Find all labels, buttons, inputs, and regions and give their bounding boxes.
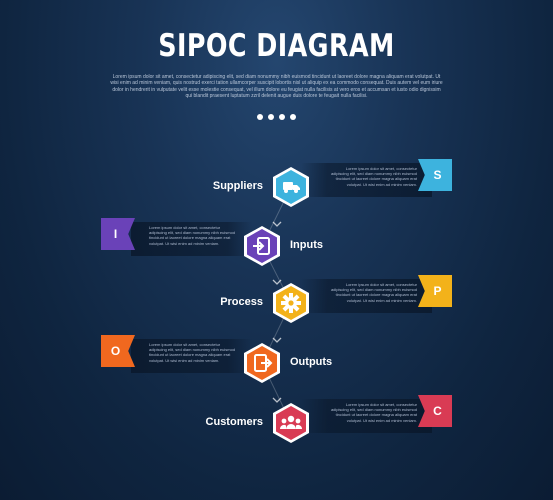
- stage-label: Process: [220, 296, 263, 308]
- stage-description: Lorem ipsum dolor sit amet, consectetur …: [330, 282, 417, 303]
- dot: [279, 114, 285, 120]
- stage-letter-tag: O: [101, 335, 135, 367]
- chevron-down-icon: [272, 390, 282, 403]
- chevron-down-icon: [272, 272, 282, 285]
- chevron-down-icon: [272, 214, 282, 227]
- stage-label: Customers: [205, 416, 263, 428]
- stage-band: [301, 163, 432, 197]
- dot: [290, 114, 296, 120]
- gear-icon: [281, 293, 301, 313]
- chevron-down-icon: [272, 330, 282, 343]
- stage-label: Inputs: [290, 239, 323, 251]
- dot: [268, 114, 274, 120]
- stage-hexagon: [272, 282, 310, 324]
- stage-label: Outputs: [290, 356, 333, 368]
- stage-band: [301, 399, 432, 433]
- stage-band: [301, 279, 432, 313]
- users-icon: [279, 415, 303, 429]
- truck-icon: [283, 182, 300, 193]
- stage-hexagon: [243, 342, 281, 384]
- stage-description: Lorem ipsum dolor sit amet, consectetur …: [149, 342, 236, 363]
- stage-description: Lorem ipsum dolor sit amet, consectetur …: [330, 402, 417, 423]
- stage-band: [131, 339, 252, 373]
- stage-band: [131, 222, 252, 256]
- stage-label: Suppliers: [212, 180, 263, 192]
- dot: [257, 114, 263, 120]
- sign-out-icon: [254, 354, 273, 372]
- stage-hexagon: [272, 402, 310, 444]
- intro-text: Lorem ipsum dolor sit amet, consectetur …: [110, 74, 443, 100]
- stage-hexagon: [272, 166, 310, 208]
- sign-in-icon: [253, 237, 270, 255]
- pagination-dots: [257, 114, 297, 124]
- stage-description: Lorem ipsum dolor sit amet, consectetur …: [330, 166, 417, 187]
- page-title: SIPOC DIAGRAM: [158, 28, 395, 64]
- stage-letter-tag: P: [418, 275, 452, 307]
- stage-hexagon: [243, 225, 281, 267]
- stage-description: Lorem ipsum dolor sit amet, consectetur …: [149, 225, 236, 246]
